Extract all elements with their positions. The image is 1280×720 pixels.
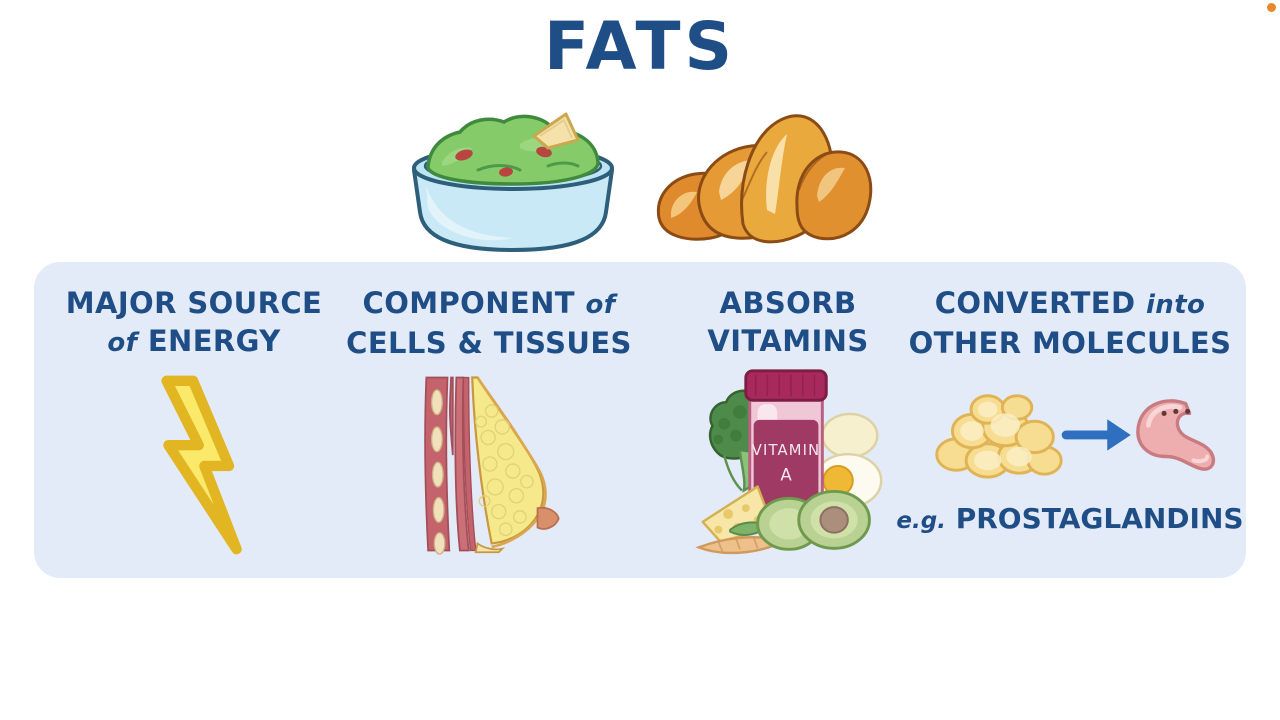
- vitamin-bottle-icon: VITAMIN A: [744, 369, 828, 522]
- vitamin-bottle-and-foods-illustration: VITAMIN A: [658, 362, 918, 562]
- prostaglandin-molecule-icon: [1136, 399, 1216, 471]
- benefit-column-major-source-of-energy: MAJOR SOURCE of ENERGY: [34, 262, 354, 578]
- prostaglandins-caption: e.g. PROSTAGLANDINS: [894, 502, 1246, 535]
- guacamole-bowl-illustration: [408, 108, 618, 256]
- benefit-heading-energy: MAJOR SOURCE of ENERGY: [34, 284, 354, 362]
- benefit-heading-converted-line1: CONVERTED: [934, 286, 1136, 320]
- avocado-icon: [756, 489, 871, 551]
- fat-to-prostaglandin-conversion-illustration: [894, 382, 1246, 482]
- benefit-heading-cells-line1: COMPONENT: [362, 286, 575, 320]
- benefit-heading-vitamins-line2: VITAMINS: [707, 324, 869, 358]
- benefit-heading-energy-line1: MAJOR SOURCE: [65, 286, 323, 320]
- benefit-column-converted-into-other-molecules: CONVERTED into OTHER MOLECULES: [894, 262, 1246, 578]
- benefit-heading-energy-of: of: [107, 328, 138, 358]
- lightning-bolt-icon: [34, 366, 354, 556]
- conversion-arrow-icon: [1061, 419, 1131, 451]
- hero-food-illustrations: [0, 100, 1280, 255]
- benefit-heading-cells-line2: CELLS & TISSUES: [346, 326, 632, 360]
- benefit-column-absorb-vitamins: ABSORB VITAMINS: [658, 262, 918, 578]
- benefit-heading-vitamins: ABSORB VITAMINS: [658, 284, 918, 360]
- corner-indicator-dot: [1267, 3, 1276, 12]
- croissant-illustration: [645, 100, 873, 250]
- benefit-heading-energy-line2: ENERGY: [147, 324, 281, 358]
- benefit-heading-vitamins-line1: ABSORB: [719, 286, 857, 320]
- benefit-heading-cells: COMPONENT of CELLS & TISSUES: [324, 284, 654, 362]
- page-title: FATS: [543, 8, 737, 85]
- bottle-label-line1: VITAMIN: [752, 442, 821, 459]
- bottle-label-line2: A: [780, 466, 792, 485]
- breast-cross-section-illustration: [324, 362, 654, 562]
- prostaglandins-caption-prefix: e.g.: [896, 508, 946, 534]
- benefit-column-component-of-cells-and-tissues: COMPONENT of CELLS & TISSUES: [324, 262, 654, 578]
- benefits-panel: MAJOR SOURCE of ENERGY COMPONENT of CELL…: [34, 262, 1246, 578]
- prostaglandins-caption-text: PROSTAGLANDINS: [955, 502, 1244, 535]
- benefit-heading-cells-of: of: [585, 290, 616, 320]
- benefit-heading-converted-line2: OTHER MOLECULES: [908, 326, 1232, 360]
- benefit-heading-converted-into: into: [1145, 290, 1206, 320]
- fat-globules-icon: [935, 394, 1063, 479]
- benefit-heading-converted: CONVERTED into OTHER MOLECULES: [894, 284, 1246, 362]
